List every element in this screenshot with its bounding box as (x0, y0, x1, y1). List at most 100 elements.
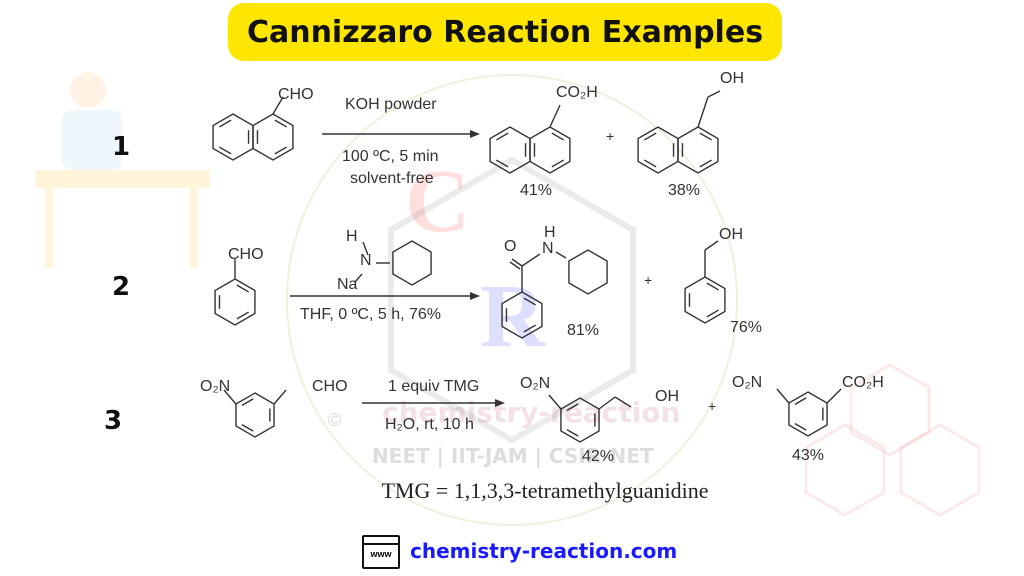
r3-product2-ring-double-bond (794, 423, 807, 431)
r1-condition-solvent: solvent-free (350, 170, 434, 187)
r2-reactant-ring-double-bond (236, 311, 250, 320)
r2-arrow-head (470, 292, 480, 300)
r3-nitro-bond (223, 389, 237, 405)
r1-product2-yield: 38% (668, 182, 701, 199)
watermark-subtext: NEET | IIT-JAM | CSIR-NET (372, 444, 654, 468)
r1-oh-bond (707, 90, 721, 98)
page-title: Cannizzaro Reaction Examples (246, 14, 764, 50)
r1-product2-oh: OH (720, 70, 744, 87)
r1-product1-ring-b (529, 126, 571, 174)
r1-product2-ring-a-double-bond (643, 159, 657, 168)
r2-reactant-ring-double-bond (236, 284, 250, 293)
r1-reactant-cho: CHO (278, 86, 314, 103)
r3-ch2-bond (598, 396, 616, 410)
r1-product2-ring-b-double-bond (699, 159, 713, 168)
r3-product2-ring-double-bond (794, 397, 807, 405)
r3-oh-bond (614, 396, 632, 408)
r1-product2-ring-b (677, 126, 719, 174)
r2-reagent-n: N (360, 252, 372, 269)
r1-reactant-ring-a-double-bond (218, 119, 232, 128)
r3-reactant-cho: CHO (312, 378, 348, 395)
r1-reactant-ring-b-double-bond (274, 146, 288, 155)
r2-reactant-cho: CHO (228, 246, 264, 263)
r3-product1-oh: OH (655, 388, 679, 405)
r2-product1-ring-double-bond (523, 297, 537, 306)
watermark-hexagon (387, 156, 637, 444)
decor-desk (35, 170, 210, 188)
r1-reactant-ring-a-double-bond (218, 146, 232, 155)
watermark-letter-c: C (405, 152, 470, 251)
r2-n-cy-bond (555, 251, 567, 259)
r3-product1-nitro: O₂N (520, 375, 551, 392)
r1-cho-bond (272, 96, 284, 115)
r1-product1-ring-a-double-bond (495, 132, 509, 141)
r2-reagent-cyclohexane (392, 240, 432, 286)
title-banner: Cannizzaro Reaction Examples (228, 3, 782, 61)
watermark-letter-r: R (480, 267, 545, 366)
r1-ch2-bond (697, 96, 709, 128)
r1-product2-ring-a-double-bond (643, 132, 657, 141)
r3-reactant-nitro: O₂N (200, 378, 231, 395)
r3-product1-yield: 42% (582, 448, 615, 465)
r3-reactant-ring-double-bond (241, 398, 254, 406)
r3-product2-ring (788, 391, 828, 437)
reaction-number-1: 1 (112, 132, 131, 162)
r2-product2-yield: 76% (730, 319, 763, 336)
r3-product2-yield: 43% (792, 447, 825, 464)
website-link[interactable]: chemistry-reaction.com (410, 539, 678, 563)
r2-product2-ring-double-bond (706, 282, 720, 291)
r2-product2-oh: OH (719, 226, 743, 243)
r1-product1-ring-b-double-bond (551, 159, 565, 168)
decor-hexagon (849, 363, 931, 457)
watermark-circle (286, 74, 738, 526)
www-icon-text: www (370, 549, 392, 559)
r3-condition-solvent: H₂O, rt, 10 h (385, 416, 474, 433)
r3-co2h-bond (826, 388, 842, 404)
decor-hexagon (804, 423, 886, 517)
r2-product1-n: N (542, 240, 554, 257)
r2-nna-bond (354, 273, 363, 283)
r1-condition-temp: 100 ºC, 5 min (342, 148, 439, 165)
r1-reactant-ring-b-double-bond (274, 119, 288, 128)
r1-reactant-ring-b (252, 113, 294, 161)
r1-product1-co2h: CO₂H (556, 84, 598, 101)
r2-co-double-2 (509, 261, 521, 270)
r2-product1-h: H (544, 224, 556, 241)
decor-desk-leg (45, 188, 53, 268)
r1-product1-yield: 41% (520, 182, 553, 199)
r2-product1-ring (501, 291, 543, 339)
footnote-tmg: TMG = 1,1,3,3-tetramethylguanidine (381, 478, 709, 503)
r2-product1-o: O (504, 238, 517, 255)
r3-plus: + (708, 398, 717, 414)
r1-plus: + (606, 128, 615, 144)
r3-p1-nitro-bond (548, 394, 562, 410)
r1-condition-reagent: KOH powder (345, 96, 437, 113)
r3-p2-nitro-bond (776, 388, 790, 404)
decor-scientist-coat (62, 110, 122, 170)
r2-reactant-ring (214, 278, 256, 326)
r2-product2-ring (684, 276, 726, 324)
r3-reactant-ring-double-bond (241, 424, 254, 432)
r1-reactant-ring-a (212, 113, 254, 161)
decor-desk-leg (190, 188, 198, 268)
watermark-copyright: © (328, 410, 342, 430)
r3-arrow-head (495, 399, 505, 407)
r3-product1-ring-double-bond (566, 429, 579, 437)
r3-condition-reagent: 1 equiv TMG (388, 378, 480, 395)
r2-cn-bond (521, 253, 541, 267)
r1-product1-ring-b-double-bond (551, 132, 565, 141)
r1-product2-ring-a (637, 126, 679, 174)
r3-product2-co2h: CO₂H (842, 374, 884, 391)
r2-product2-ring-double-bond (706, 309, 720, 318)
r2-co-double-1 (511, 258, 523, 267)
r2-reagent-na: Na (337, 276, 358, 293)
decor-hexagon (899, 423, 981, 517)
r2-product1-ring-double-bond (523, 324, 537, 333)
r2-oh-bond (704, 240, 719, 251)
r2-nh-bond (362, 241, 369, 256)
r2-plus: + (644, 272, 653, 288)
r3-product1-ring (560, 397, 600, 443)
r2-reagent-h: H (346, 228, 358, 245)
r3-cho-bond (273, 389, 287, 405)
